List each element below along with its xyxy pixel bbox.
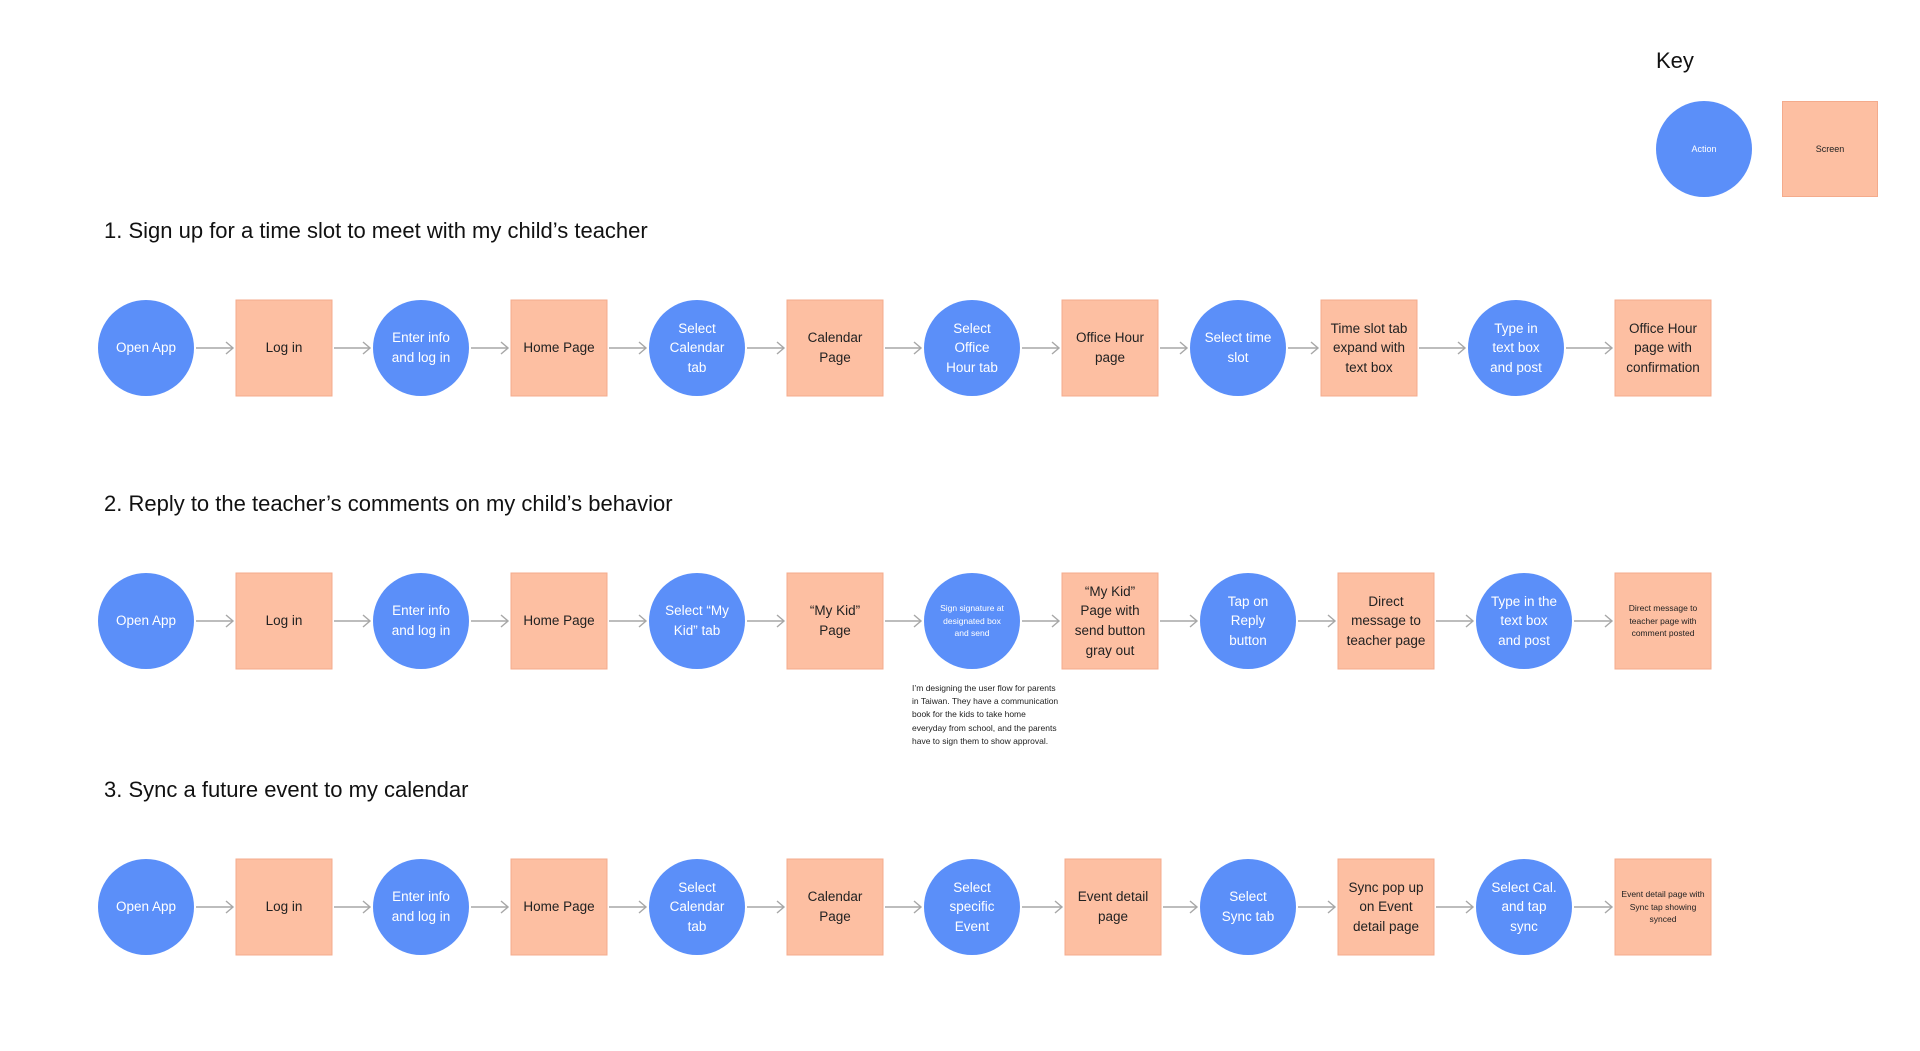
screen-node [235, 572, 333, 670]
screen-node [1614, 299, 1712, 397]
flow-arrow-head [1457, 341, 1467, 355]
action-node [649, 300, 745, 396]
flow-arrow-head [1051, 341, 1061, 355]
flow-1-title: 1. Sign up for a time slot to meet with … [104, 218, 648, 243]
action-node [98, 573, 194, 669]
key-action-circle: Action [1656, 101, 1752, 197]
flow-arrow-head [776, 614, 786, 628]
screen-node [510, 299, 608, 397]
screen-node [1337, 858, 1435, 956]
action-node [98, 300, 194, 396]
action-node [1476, 573, 1572, 669]
flow-arrow-head [500, 341, 510, 355]
flow-arrow-head [225, 614, 235, 628]
screen-node [786, 572, 884, 670]
flow-arrow-head [1051, 614, 1061, 628]
screen-node [510, 858, 608, 956]
action-node [924, 300, 1020, 396]
flow-2-title: 2. Reply to the teacher’s comments on my… [104, 491, 673, 516]
flow-arrow-head [362, 341, 372, 355]
flow-arrow-head [1189, 614, 1199, 628]
flow-arrow-head [1327, 614, 1337, 628]
action-node [1190, 300, 1286, 396]
flow-arrow-head [638, 341, 648, 355]
flow-arrow-head [1189, 900, 1199, 914]
flow-arrow-head [1465, 900, 1475, 914]
action-node [649, 573, 745, 669]
flow-arrow-head [638, 614, 648, 628]
flow-arrow-head [225, 341, 235, 355]
action-node [1476, 859, 1572, 955]
action-node [924, 573, 1020, 669]
action-node [373, 300, 469, 396]
screen-node [1320, 299, 1418, 397]
action-node [1468, 300, 1564, 396]
flow-arrow-head [776, 900, 786, 914]
action-node [1200, 859, 1296, 955]
flow-arrow-head [913, 614, 923, 628]
flow-arrow-head [913, 341, 923, 355]
screen-node [1614, 858, 1712, 956]
flow-arrow-head [1465, 614, 1475, 628]
screen-node [1061, 299, 1159, 397]
action-node [373, 573, 469, 669]
flow-arrow-head [1054, 900, 1064, 914]
flow-1-diagram [98, 299, 1712, 397]
action-node [924, 859, 1020, 955]
flow-arrow-head [1604, 614, 1614, 628]
screen-node [786, 299, 884, 397]
screen-node [1337, 572, 1435, 670]
flow-arrow-head [1310, 341, 1320, 355]
screen-node [1064, 858, 1162, 956]
screen-node [235, 299, 333, 397]
flow-arrow-head [1327, 900, 1337, 914]
flow-2-note: I’m designing the user flow for parents … [912, 683, 1059, 746]
flow-arrow-head [638, 900, 648, 914]
flow-3-diagram [98, 858, 1712, 956]
flow-arrow-head [500, 900, 510, 914]
screen-node [510, 572, 608, 670]
action-node [649, 859, 745, 955]
flow-arrow-head [362, 614, 372, 628]
screen-node [1614, 572, 1712, 670]
flow-arrow-head [1604, 341, 1614, 355]
action-node [373, 859, 469, 955]
flow-arrow-head [1179, 341, 1189, 355]
key-title: Key [1656, 48, 1694, 73]
flow-arrow-head [225, 900, 235, 914]
action-node [1200, 573, 1296, 669]
screen-node [786, 858, 884, 956]
flow-2-diagram [98, 572, 1712, 670]
key-action-label: Action [1691, 144, 1717, 154]
flow-arrow-head [362, 900, 372, 914]
key-screen-label: Screen [1815, 144, 1845, 154]
flow-arrow-head [1604, 900, 1614, 914]
flow-arrow-head [913, 900, 923, 914]
key-screen-square: Screen [1782, 101, 1878, 197]
screen-node [235, 858, 333, 956]
flow-arrow-head [776, 341, 786, 355]
action-node [98, 859, 194, 955]
flow-3-title: 3. Sync a future event to my calendar [104, 777, 469, 802]
flow-arrow-head [500, 614, 510, 628]
screen-node [1061, 572, 1159, 670]
